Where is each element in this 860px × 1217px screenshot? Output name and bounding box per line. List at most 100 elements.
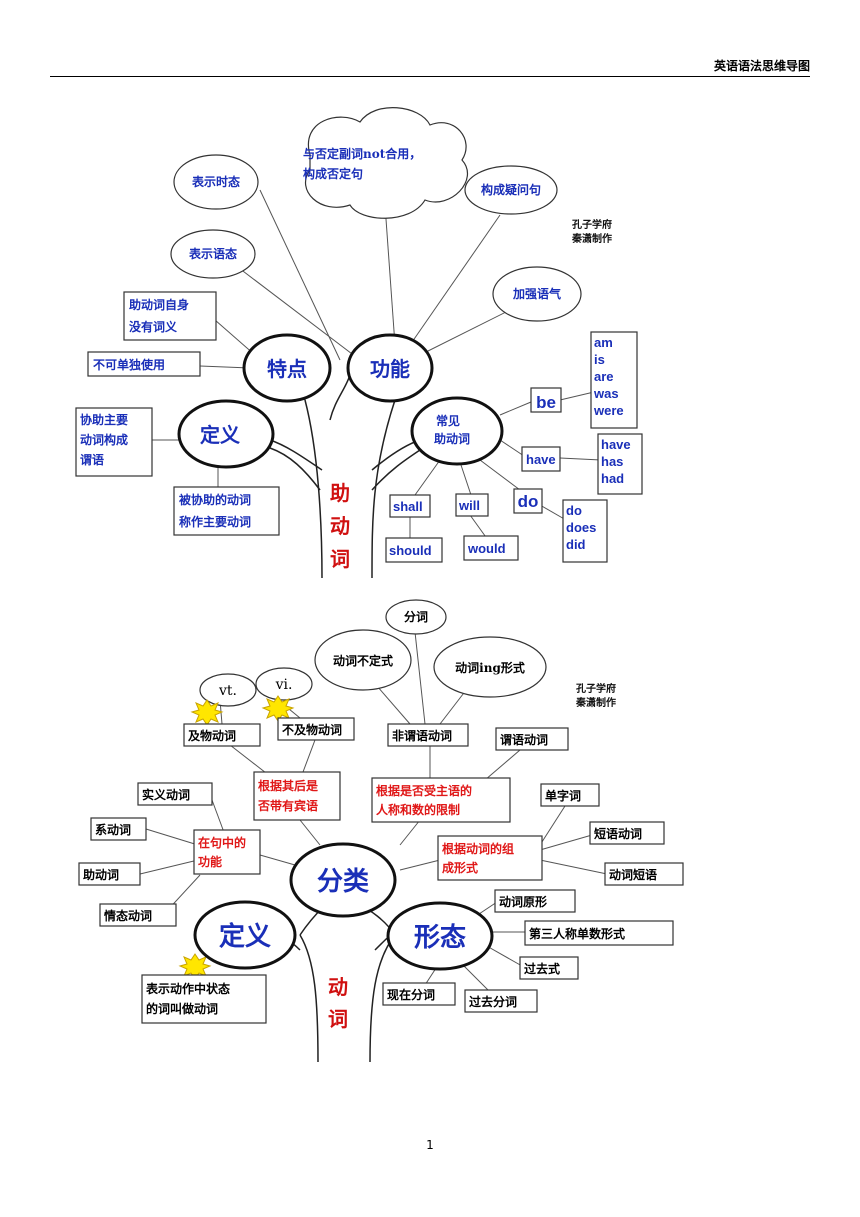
box-verb-phrase-text: 动词短语 (609, 867, 657, 882)
word-do-text: do (518, 492, 539, 511)
red-box-subject (371, 777, 511, 823)
box-no-meaning-text: 助动词自身没有词义 (129, 297, 189, 334)
node-function-text: 功能 (370, 357, 410, 381)
node-common (410, 396, 504, 466)
red-box-object-text: 根据其后是否带有宾语 (257, 778, 319, 813)
box-phrasal-text: 短语动词 (594, 826, 642, 841)
box-notional (137, 782, 213, 806)
node-traits (242, 333, 332, 403)
cloud-vt (199, 673, 257, 707)
box-modal-text: 情态动词 (104, 908, 152, 923)
aux-trunk-label: 助 动 词 (330, 481, 350, 571)
box-past-text: 过去式 (524, 961, 560, 976)
box-linking-text: 系动词 (95, 822, 131, 837)
cloud-question-text: 构成疑问句 (481, 182, 541, 197)
cloud-participle-text: 分词 (404, 609, 428, 624)
word-do-forms (562, 499, 608, 563)
svg-text:词: 词 (330, 547, 350, 571)
word-should-text: should (389, 543, 432, 558)
cloud-infinitive (314, 629, 412, 691)
aux-watermark: 孔子学府 秦潇制作 (571, 218, 615, 245)
box-assisted-text: 被协助的动词称作主要动词 (179, 492, 251, 529)
box-auxiliary-text: 助动词 (83, 867, 119, 882)
word-shall-text: shall (393, 499, 423, 514)
box-modal (99, 903, 177, 927)
box-linking (90, 817, 147, 841)
box-nonfinite-text: 非谓语动词 (392, 728, 452, 743)
node-classify-text: 分类 (317, 867, 369, 897)
red-box-function-text: 在句中的功能 (198, 835, 246, 869)
verb-map: 动 词 分词 动词不定式 动词ing形式 vt. vi. 孔子学府 秦潇制作 (78, 599, 684, 1063)
box-not-alone (87, 351, 201, 377)
red-box-function (193, 829, 261, 875)
box-present-participle-text: 现在分词 (387, 987, 435, 1002)
cloud-negation-text: 与否定副词not合用， 构成否定句 (303, 146, 425, 181)
cloud-tense-text: 表示时态 (191, 174, 240, 189)
svg-text:动: 动 (330, 514, 350, 538)
node-definition-text: 定义 (200, 423, 240, 447)
word-shall (389, 494, 431, 518)
cloud-participle (385, 599, 447, 635)
svg-text:动: 动 (328, 975, 348, 999)
box-not-alone-text: 不可单独使用 (93, 357, 165, 372)
cloud-ing-text: 动词ing形式 (455, 660, 525, 675)
red-box-subject-text: 根据是否受主语的人称和数的限制 (376, 783, 472, 817)
verb-connectors (139, 631, 608, 993)
box-nonfinite (387, 723, 469, 747)
word-will-text: will (458, 498, 480, 513)
cloud-vt-text: vt. (218, 683, 237, 699)
cloud-tense (173, 154, 259, 210)
svg-text:词: 词 (328, 1007, 348, 1031)
box-transitive (183, 723, 261, 747)
node-classify (289, 842, 397, 918)
page-number: 1 (426, 1138, 434, 1152)
box-intransitive (277, 717, 355, 741)
verb-trunk-label: 动 词 (328, 975, 348, 1031)
box-past (519, 956, 579, 980)
box-finite-text: 谓语动词 (500, 732, 548, 747)
aux-map: 助 动 词 表示时态 与否定副词not合用， 构成否定句 构成疑问句 表示语态 … (75, 107, 643, 579)
box-base (494, 889, 576, 913)
node-definition (177, 399, 275, 469)
box-def-text (141, 974, 267, 1024)
cloud-vi-text: vi. (275, 677, 293, 693)
red-box-composition (437, 835, 543, 881)
node-common-text: 常见助动词 (434, 413, 470, 446)
cloud-voice (170, 229, 256, 279)
box-transitive-text: 及物动词 (188, 728, 236, 743)
node-verb-definition-text: 定义 (219, 921, 271, 952)
box-past-participle-text: 过去分词 (469, 994, 517, 1009)
word-be-text: be (536, 393, 556, 412)
cloud-voice-text: 表示语态 (188, 246, 237, 261)
header-rule (50, 76, 810, 77)
box-phrasal (589, 821, 665, 845)
cloud-ing (433, 636, 547, 698)
box-finite (495, 727, 569, 751)
word-do (513, 488, 543, 514)
word-do-forms-text: do does did (566, 503, 600, 552)
word-have-forms-text: have has had (601, 437, 634, 486)
cloud-infinitive-text: 动词不定式 (333, 653, 393, 668)
box-single-text: 单字词 (545, 788, 581, 803)
cloud-emphasis (492, 266, 582, 322)
word-be-forms-text: am is are was were (593, 335, 624, 418)
box-single (540, 783, 600, 807)
star-vi-icon (261, 695, 295, 722)
word-would (463, 535, 519, 561)
node-traits-text: 特点 (267, 357, 307, 381)
box-third-person-text: 第三人称单数形式 (529, 926, 625, 941)
node-verb-definition (193, 900, 297, 970)
node-form (386, 901, 494, 971)
word-have-text: have (526, 452, 556, 467)
box-past-participle (464, 989, 538, 1013)
word-have (521, 446, 561, 472)
page-header-title: 英语语法思维导图 (713, 59, 810, 73)
red-box-object (253, 771, 341, 821)
red-box-composition-text: 根据动词的组成形式 (442, 841, 514, 875)
box-notional-text: 实义动词 (142, 787, 190, 802)
word-have-forms (597, 433, 643, 495)
node-form-text: 形态 (414, 922, 466, 953)
word-should (385, 537, 443, 563)
cloud-vi (255, 667, 313, 701)
